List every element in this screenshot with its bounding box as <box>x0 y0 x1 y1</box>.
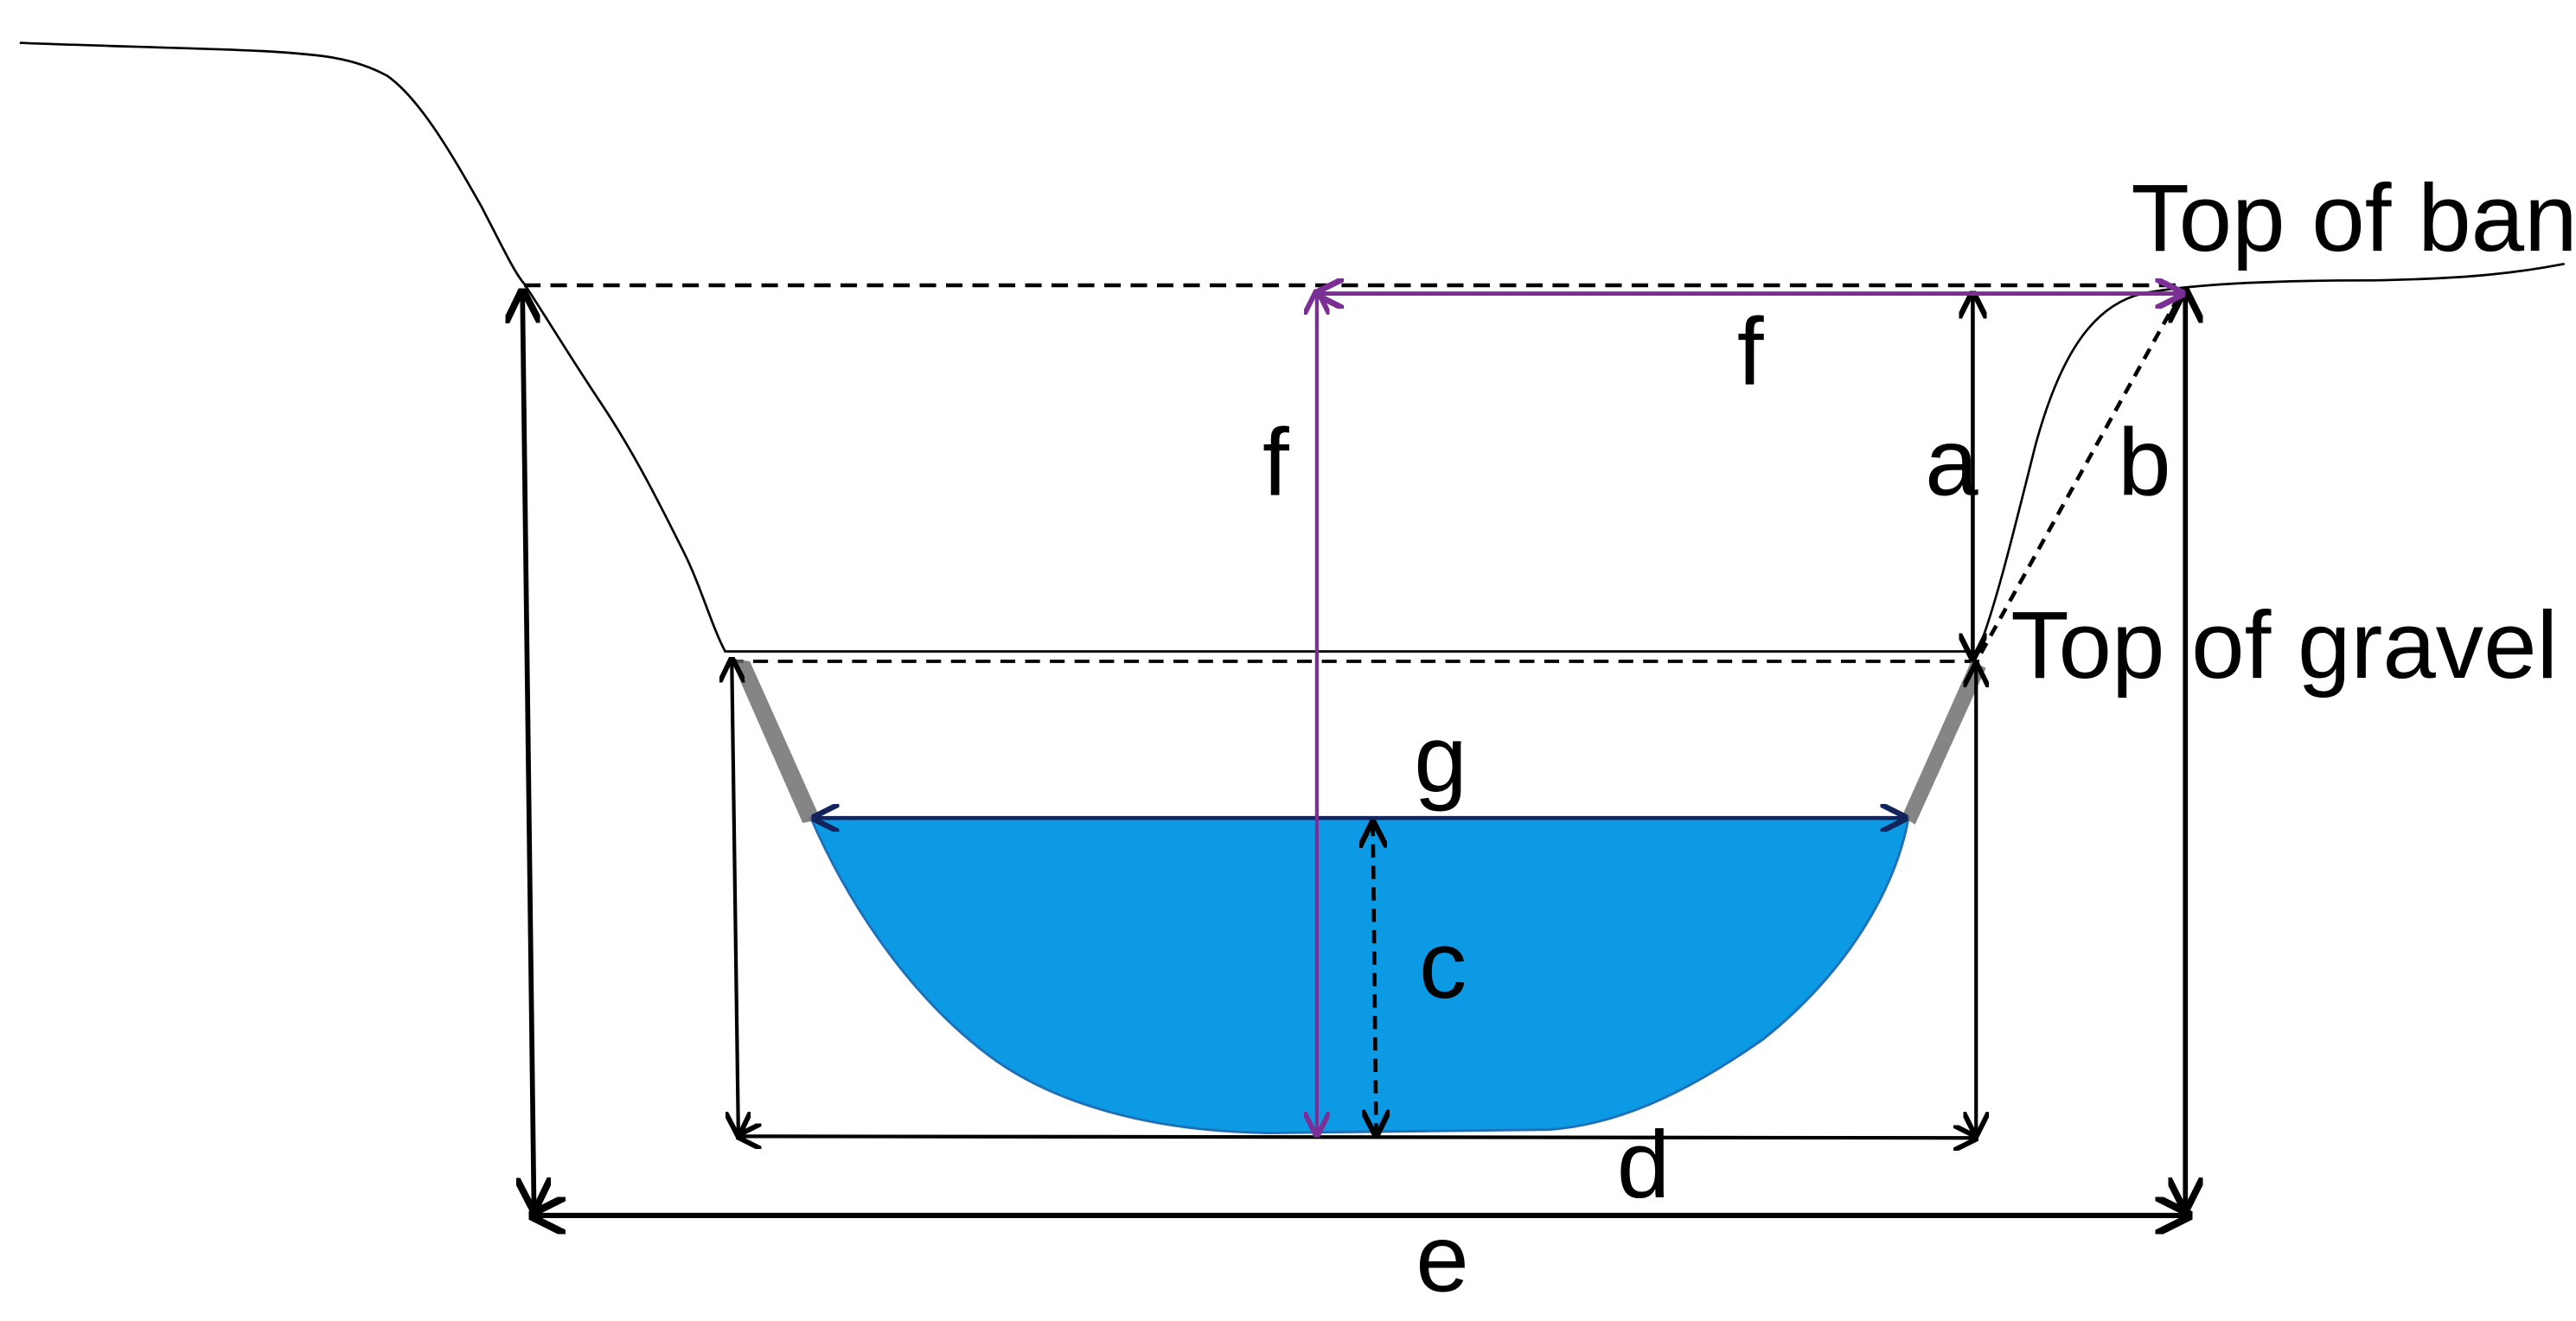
label-d: d <box>1617 1112 1670 1218</box>
measure-c-arrow <box>1373 823 1377 1135</box>
label-c: c <box>1419 912 1467 1018</box>
gravel-left-bank <box>730 658 821 823</box>
measure-left-gravel-depth-arrow <box>732 660 738 1134</box>
measure-left-bank-depth-arrow <box>522 292 534 1209</box>
gravel-right-bank <box>1902 660 1986 825</box>
label-e: e <box>1416 1206 1468 1312</box>
top-of-gravel-label: Top of gravel <box>2010 592 2558 699</box>
label-g: g <box>1414 706 1467 813</box>
label-f-vertical: f <box>1262 409 1289 515</box>
label-f-horizontal: f <box>1737 298 1764 405</box>
top-of-bank-label: Top of bank <box>2131 165 2576 271</box>
water-body <box>809 816 1910 1134</box>
measure-d-arrow <box>738 1136 1976 1138</box>
label-b: b <box>2118 409 2170 515</box>
ground-profile-line <box>19 41 2565 653</box>
label-a: a <box>1925 409 1978 515</box>
bank-slope-dashed-line <box>1978 292 2183 654</box>
